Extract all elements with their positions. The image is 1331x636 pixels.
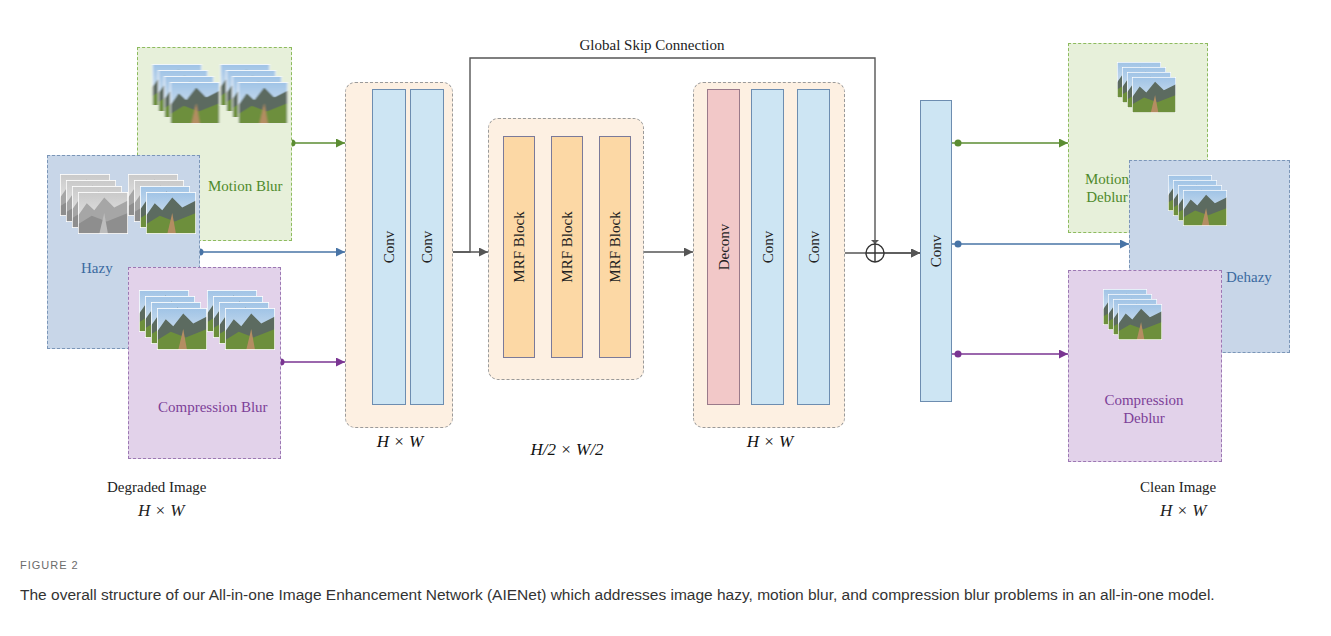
connector-arrow <box>200 251 345 252</box>
panel-label: Motion Blur <box>208 177 283 195</box>
conv-layer: Conv <box>920 100 952 402</box>
connector-arrow <box>292 142 345 143</box>
image-stack <box>1168 175 1227 226</box>
layer-name: MRF Block <box>606 211 624 282</box>
layer-name: Conv <box>805 231 823 264</box>
image-stack <box>139 290 207 350</box>
image-label: Degraded Image <box>107 479 207 496</box>
connector-arrow <box>281 361 345 362</box>
plus-sign <box>866 244 884 262</box>
image-panel: Compression Deblur <box>1068 270 1222 462</box>
image-stack <box>220 64 288 124</box>
layer-name: Conv <box>927 235 945 268</box>
image-stack <box>1103 289 1162 340</box>
mrf-block: MRF Block <box>551 136 583 358</box>
edge-label: Global Skip Connection <box>577 37 728 54</box>
image-label: H × W <box>1160 501 1206 521</box>
conv-layer: Conv <box>410 89 444 405</box>
conv-layer: Conv <box>751 89 784 405</box>
image-stack <box>207 290 275 350</box>
connector-arrow <box>644 251 693 252</box>
thumbnail-stack <box>129 268 282 460</box>
stage-group: H × WConvConv <box>345 82 453 428</box>
image-panel: Compression Blur <box>128 267 281 459</box>
layer-name: Deconv <box>715 224 733 271</box>
image-stack <box>128 174 196 234</box>
conv-layer: Conv <box>372 89 406 405</box>
stage-group: H × WDeconvConvConv <box>693 82 845 428</box>
image-stack <box>1117 62 1176 113</box>
resolution-label: H × W <box>674 432 866 452</box>
resolution-label: H/2 × W/2 <box>469 440 665 460</box>
figure-number: FIGURE 2 <box>20 559 79 571</box>
resolution-label: H × W <box>326 432 474 452</box>
panel-label: Compression Blur <box>158 398 268 416</box>
mrf-block: MRF Block <box>503 136 535 358</box>
thumbnail-stack <box>1069 271 1223 463</box>
image-stack <box>60 174 128 234</box>
branch-dot <box>955 351 962 358</box>
panel-label: Hazy <box>81 259 113 277</box>
image-stack <box>152 64 220 124</box>
conv-layer: Conv <box>797 89 830 405</box>
connector-arrow <box>952 142 1068 143</box>
panel-label: Compression Deblur <box>1097 391 1191 427</box>
image-label: H × W <box>138 501 184 521</box>
figure-caption: The overall structure of our All-in-one … <box>20 584 1320 606</box>
layer-name: Conv <box>418 231 436 264</box>
stage-group: H/2 × W/2MRF BlockMRF BlockMRF Block <box>488 118 644 380</box>
branch-dot <box>955 140 962 147</box>
connector-arrow <box>952 353 1068 354</box>
image-label: Clean Image <box>1140 479 1216 496</box>
deconv-layer: Deconv <box>707 89 740 405</box>
layer-name: Conv <box>759 231 777 264</box>
layer-name: MRF Block <box>510 211 528 282</box>
connector-arrow <box>952 243 1129 244</box>
plus-circle <box>866 244 884 262</box>
layer-name: MRF Block <box>558 211 576 282</box>
panel-label: Dehazy <box>1226 268 1272 286</box>
branch-dot <box>955 241 962 248</box>
mrf-block: MRF Block <box>599 136 631 358</box>
layer-name: Conv <box>380 231 398 264</box>
